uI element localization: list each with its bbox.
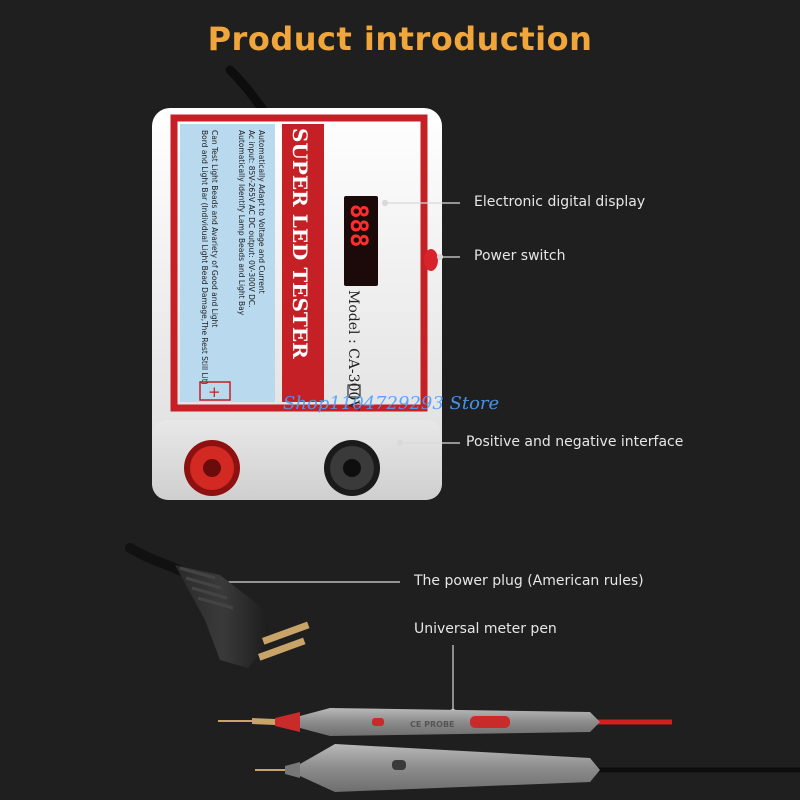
- spec-lines: Automatically Adapt to Voltage and Curre…: [200, 130, 266, 385]
- plug-prong: [258, 637, 306, 661]
- callout-pen: Universal meter pen: [414, 621, 557, 637]
- spec-panel: [180, 124, 275, 402]
- display-digits: 888: [345, 204, 373, 247]
- callout-interface: Positive and negative interface: [466, 434, 684, 450]
- battery-symbol-box: [199, 381, 231, 401]
- power-switch-knob: [424, 249, 438, 271]
- meter-pen-red: [218, 708, 672, 736]
- spec-line: Can Test Light Beads and Avariety of Goo…: [210, 130, 219, 327]
- battery-symbol: +: [208, 383, 221, 401]
- digital-display: [344, 196, 378, 286]
- store-watermark: Shop1104729293 Store: [283, 393, 500, 414]
- device-cable: [225, 65, 270, 117]
- label-frame: [170, 114, 428, 412]
- spec-line: Bord and Light Bar (Individual Light Bea…: [200, 130, 209, 385]
- plug-prong: [262, 621, 310, 645]
- spec-line: Automatically Identify Lamp Beads and Li…: [237, 130, 246, 316]
- negative-terminal: [324, 440, 380, 496]
- callout-plug: The power plug (American rules): [414, 573, 644, 589]
- model-checkbox: [347, 384, 361, 398]
- spec-line: Ac input: 85V-265V AC DC output: 0V-300V…: [247, 130, 256, 308]
- led-tester-device: [152, 108, 442, 500]
- pen-label: CE PROBE: [410, 720, 455, 729]
- model-text: Model : CA-300V: [345, 290, 361, 411]
- power-plug: [125, 543, 310, 668]
- brand-text: SUPER LED TESTER: [288, 128, 312, 359]
- callout-power-switch: Power switch: [474, 248, 566, 264]
- meter-pen-black: [255, 744, 800, 792]
- positive-terminal: [184, 440, 240, 496]
- callout-display: Electronic digital display: [474, 194, 646, 210]
- page-title: Product introduction: [207, 20, 593, 58]
- spec-line: Automatically Adapt to Voltage and Curre…: [257, 130, 266, 294]
- brand-band: [282, 124, 324, 402]
